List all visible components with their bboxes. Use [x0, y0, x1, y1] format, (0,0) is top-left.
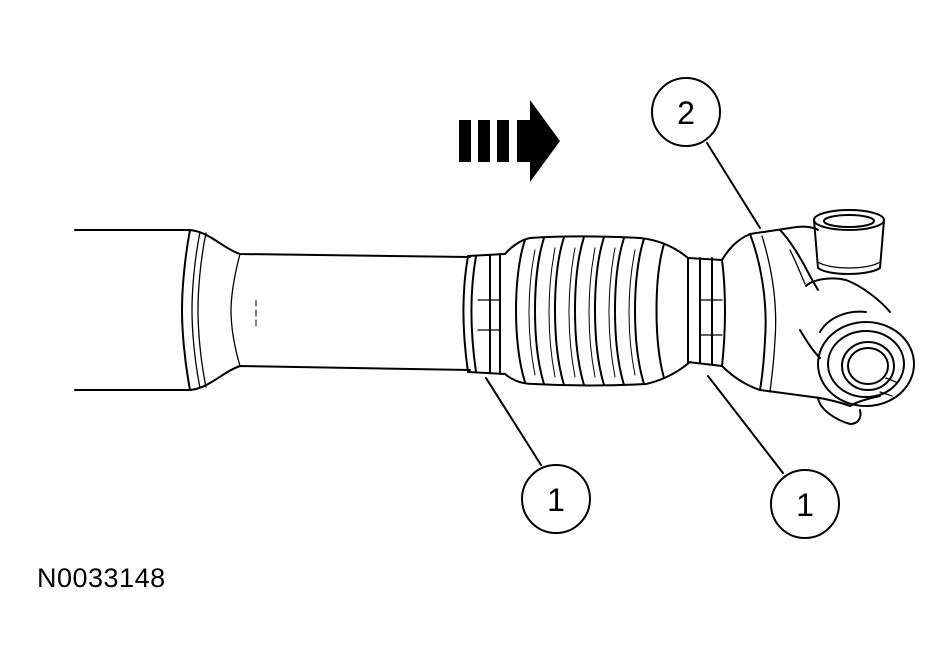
yoke: [721, 209, 891, 425]
side-bearing-cup: [817, 310, 915, 407]
driveshaft-tube: [74, 229, 471, 391]
leader-lines: [485, 142, 784, 474]
cv-boot: [504, 235, 691, 387]
callout-boot-clamp-left: 1: [547, 482, 565, 518]
callout-yoke: 2: [677, 95, 695, 131]
arrow-right-icon: [459, 100, 560, 182]
callout-circles: [521, 77, 840, 539]
figure-id: N0033148: [37, 563, 166, 593]
callout-boot-clamp-right: 1: [796, 487, 814, 523]
boot-clamp-left: [462, 253, 506, 375]
boot-clamp-right: [687, 257, 726, 367]
